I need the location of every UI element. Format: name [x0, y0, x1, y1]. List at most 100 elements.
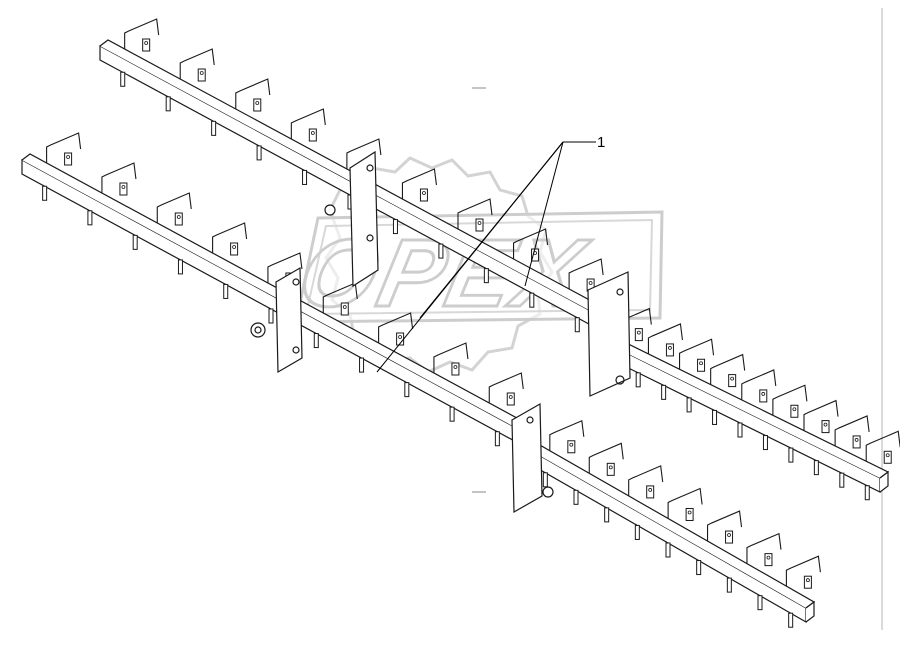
tine [87, 210, 93, 226]
tine [392, 219, 398, 235]
tine [864, 485, 870, 501]
bolt-hole [885, 453, 890, 458]
bolt-hole [232, 245, 237, 249]
bracket [179, 48, 215, 79]
bolt-hole [66, 155, 70, 159]
bolt-hole [854, 438, 859, 442]
clamp [606, 462, 615, 476]
mount-plate [511, 402, 543, 514]
clamp [634, 328, 643, 342]
bar-4 [529, 419, 821, 628]
tine [120, 71, 126, 87]
callout: 1 [376, 134, 605, 373]
beam-end [879, 470, 889, 493]
bolt-hole [477, 221, 482, 225]
tine [574, 317, 580, 333]
mount-plate [587, 271, 631, 397]
bracket [212, 222, 248, 253]
tine [634, 524, 640, 540]
bolt-hole [342, 305, 347, 309]
tine [726, 577, 732, 593]
bracket [772, 384, 808, 416]
tine [438, 243, 444, 259]
bolt-hole [255, 101, 260, 105]
clamp [308, 128, 317, 142]
callout-leader [524, 141, 564, 287]
tine [686, 397, 692, 413]
bolt-hole [508, 395, 513, 399]
clamp [567, 440, 576, 454]
bolt-hole [761, 392, 766, 396]
clamp [759, 389, 768, 403]
bracket [803, 399, 839, 431]
bracket [710, 353, 746, 385]
bracket [156, 192, 192, 223]
clamp [340, 302, 349, 316]
clamp [646, 485, 655, 499]
mount-plate [275, 266, 303, 374]
tine [542, 472, 548, 488]
clamp [821, 420, 830, 434]
clamp [230, 242, 239, 256]
tine [529, 292, 535, 308]
clamp [174, 212, 183, 226]
bolt-hole [422, 191, 426, 195]
clamp [697, 358, 706, 372]
bracket [746, 532, 782, 564]
clamp [475, 218, 484, 232]
mount-plate [349, 150, 379, 288]
bracket [267, 252, 303, 283]
tine [762, 435, 768, 451]
bracket [124, 18, 160, 49]
clamp [685, 507, 694, 521]
clamp [531, 248, 540, 262]
clamp [142, 38, 151, 52]
bracket [647, 323, 683, 354]
bracket [628, 465, 664, 496]
clamp [790, 404, 799, 418]
tine [839, 472, 845, 488]
bracket [235, 78, 271, 109]
tine [604, 507, 610, 523]
clamp [253, 98, 262, 112]
tine [404, 382, 410, 398]
bolt-hole [766, 555, 771, 560]
tine [313, 333, 319, 349]
bracket [101, 162, 137, 193]
callout-number: 1 [597, 134, 605, 151]
tine [223, 283, 229, 299]
tine [813, 460, 819, 476]
bracket [290, 108, 326, 139]
tine [788, 447, 794, 463]
clamp [728, 374, 737, 388]
bracket [346, 138, 382, 169]
tine [712, 409, 718, 425]
tine [177, 259, 183, 275]
bolt-hole [792, 407, 797, 412]
bracket [457, 198, 493, 229]
clamp [803, 575, 812, 589]
tine [483, 268, 489, 284]
clamp [119, 182, 128, 196]
beam-top [529, 443, 816, 609]
bracket [667, 487, 703, 519]
clamp [764, 553, 773, 567]
bracket [378, 312, 414, 343]
bolt-hole [588, 281, 593, 285]
bolt-hole [176, 215, 181, 219]
bracket [488, 372, 524, 403]
bolt-hole [398, 335, 403, 339]
clamp [197, 68, 206, 82]
bolt-hole [699, 361, 703, 366]
bolt-hole [806, 578, 810, 583]
bolt-hole [199, 71, 204, 75]
bolt-hole [310, 131, 315, 135]
bolt-hole [569, 442, 574, 447]
bolt-hole [730, 376, 735, 381]
tine [737, 422, 743, 438]
tine [211, 120, 217, 136]
tine [449, 406, 455, 422]
tine [165, 96, 171, 112]
tine [635, 372, 641, 388]
bolt-hole [121, 185, 126, 189]
